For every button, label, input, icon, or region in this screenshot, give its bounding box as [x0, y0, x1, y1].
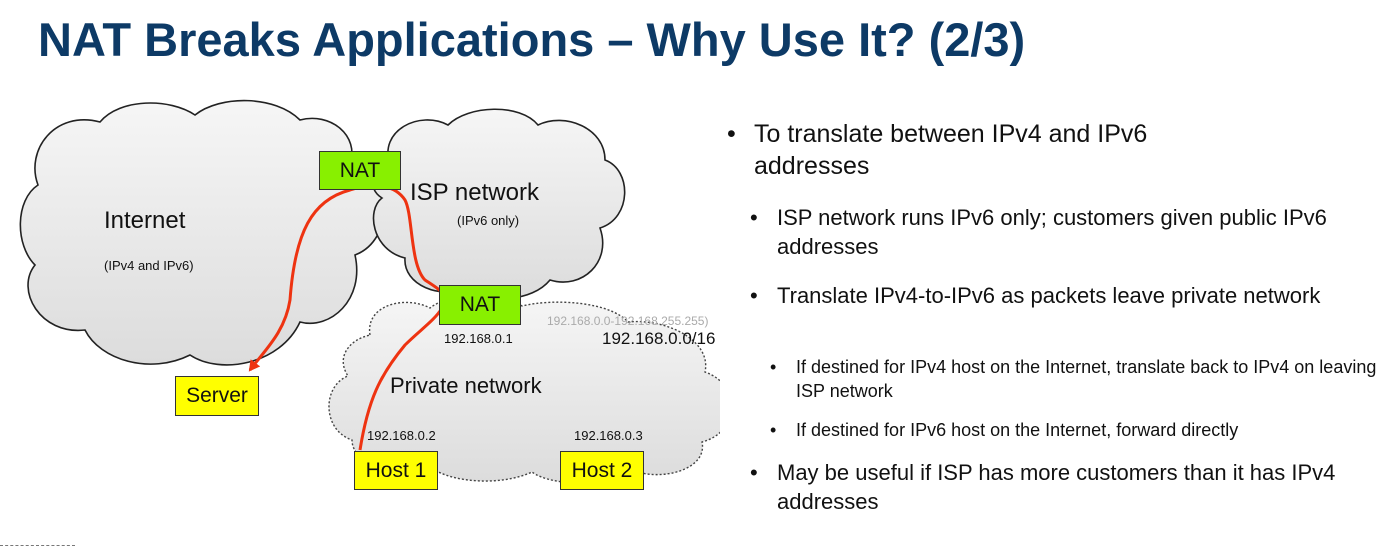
bullet-level3: • If destined for IPv4 host on the Inter… [770, 355, 1381, 403]
isp-label: ISP network [410, 179, 539, 206]
bullet-dot: • [770, 420, 777, 440]
bullet-dot: • [750, 205, 758, 230]
nat-ip-label: 192.168.0.1 [444, 331, 513, 346]
internet-sublabel: (IPv4 and IPv6) [104, 258, 194, 273]
isp-sublabel: (IPv6 only) [457, 213, 520, 228]
private-subnet-label: 192.168.0.0/16 [602, 329, 716, 348]
host1-ip-label: 192.168.0.2 [367, 428, 436, 443]
bullet-dot: • [770, 357, 777, 377]
nat-box-top: NAT [319, 151, 401, 190]
bullet-text: May be useful if ISP has more customers … [777, 460, 1336, 514]
host2-ip-label: 192.168.0.3 [574, 428, 643, 443]
host2-box: Host 2 [560, 451, 644, 490]
packet-path-line [248, 184, 447, 451]
host1-box: Host 1 [354, 451, 438, 490]
bullet-level2: • ISP network runs IPv6 only; customers … [750, 203, 1350, 261]
bullet-dot: • [727, 120, 736, 148]
bullet-text: If destined for IPv4 host on the Interne… [796, 357, 1377, 401]
nat-box-bottom: NAT [439, 285, 521, 325]
bullet-level2: • Translate IPv4-to-IPv6 as packets leav… [750, 281, 1350, 310]
bullet-level3: • If destined for IPv6 host on the Inter… [770, 418, 1381, 442]
bullet-dot: • [750, 460, 758, 485]
bullet-text: To translate between IPv4 and IPv6 addre… [754, 120, 1148, 180]
internet-cloud [19, 99, 386, 366]
server-box: Server [175, 376, 259, 416]
private-cloud [328, 294, 720, 484]
bullet-level1: • To translate between IPv4 and IPv6 add… [727, 118, 1287, 182]
network-diagram [19, 99, 720, 484]
isp-cloud [371, 108, 626, 300]
bullet-text: If destined for IPv6 host on the Interne… [796, 420, 1239, 440]
private-range-label: 192.168.0.0-192.168.255.255) [547, 314, 709, 328]
bullet-level2: • May be useful if ISP has more customer… [750, 458, 1350, 516]
slide-title: NAT Breaks Applications – Why Use It? (2… [38, 13, 1026, 66]
dashed-footer-line [0, 545, 75, 546]
bullet-dot: • [750, 283, 758, 308]
private-network-label: Private network [390, 373, 542, 398]
bullet-text: Translate IPv4-to-IPv6 as packets leave … [777, 283, 1321, 308]
bullet-text: ISP network runs IPv6 only; customers gi… [777, 205, 1327, 259]
internet-label: Internet [104, 207, 186, 234]
